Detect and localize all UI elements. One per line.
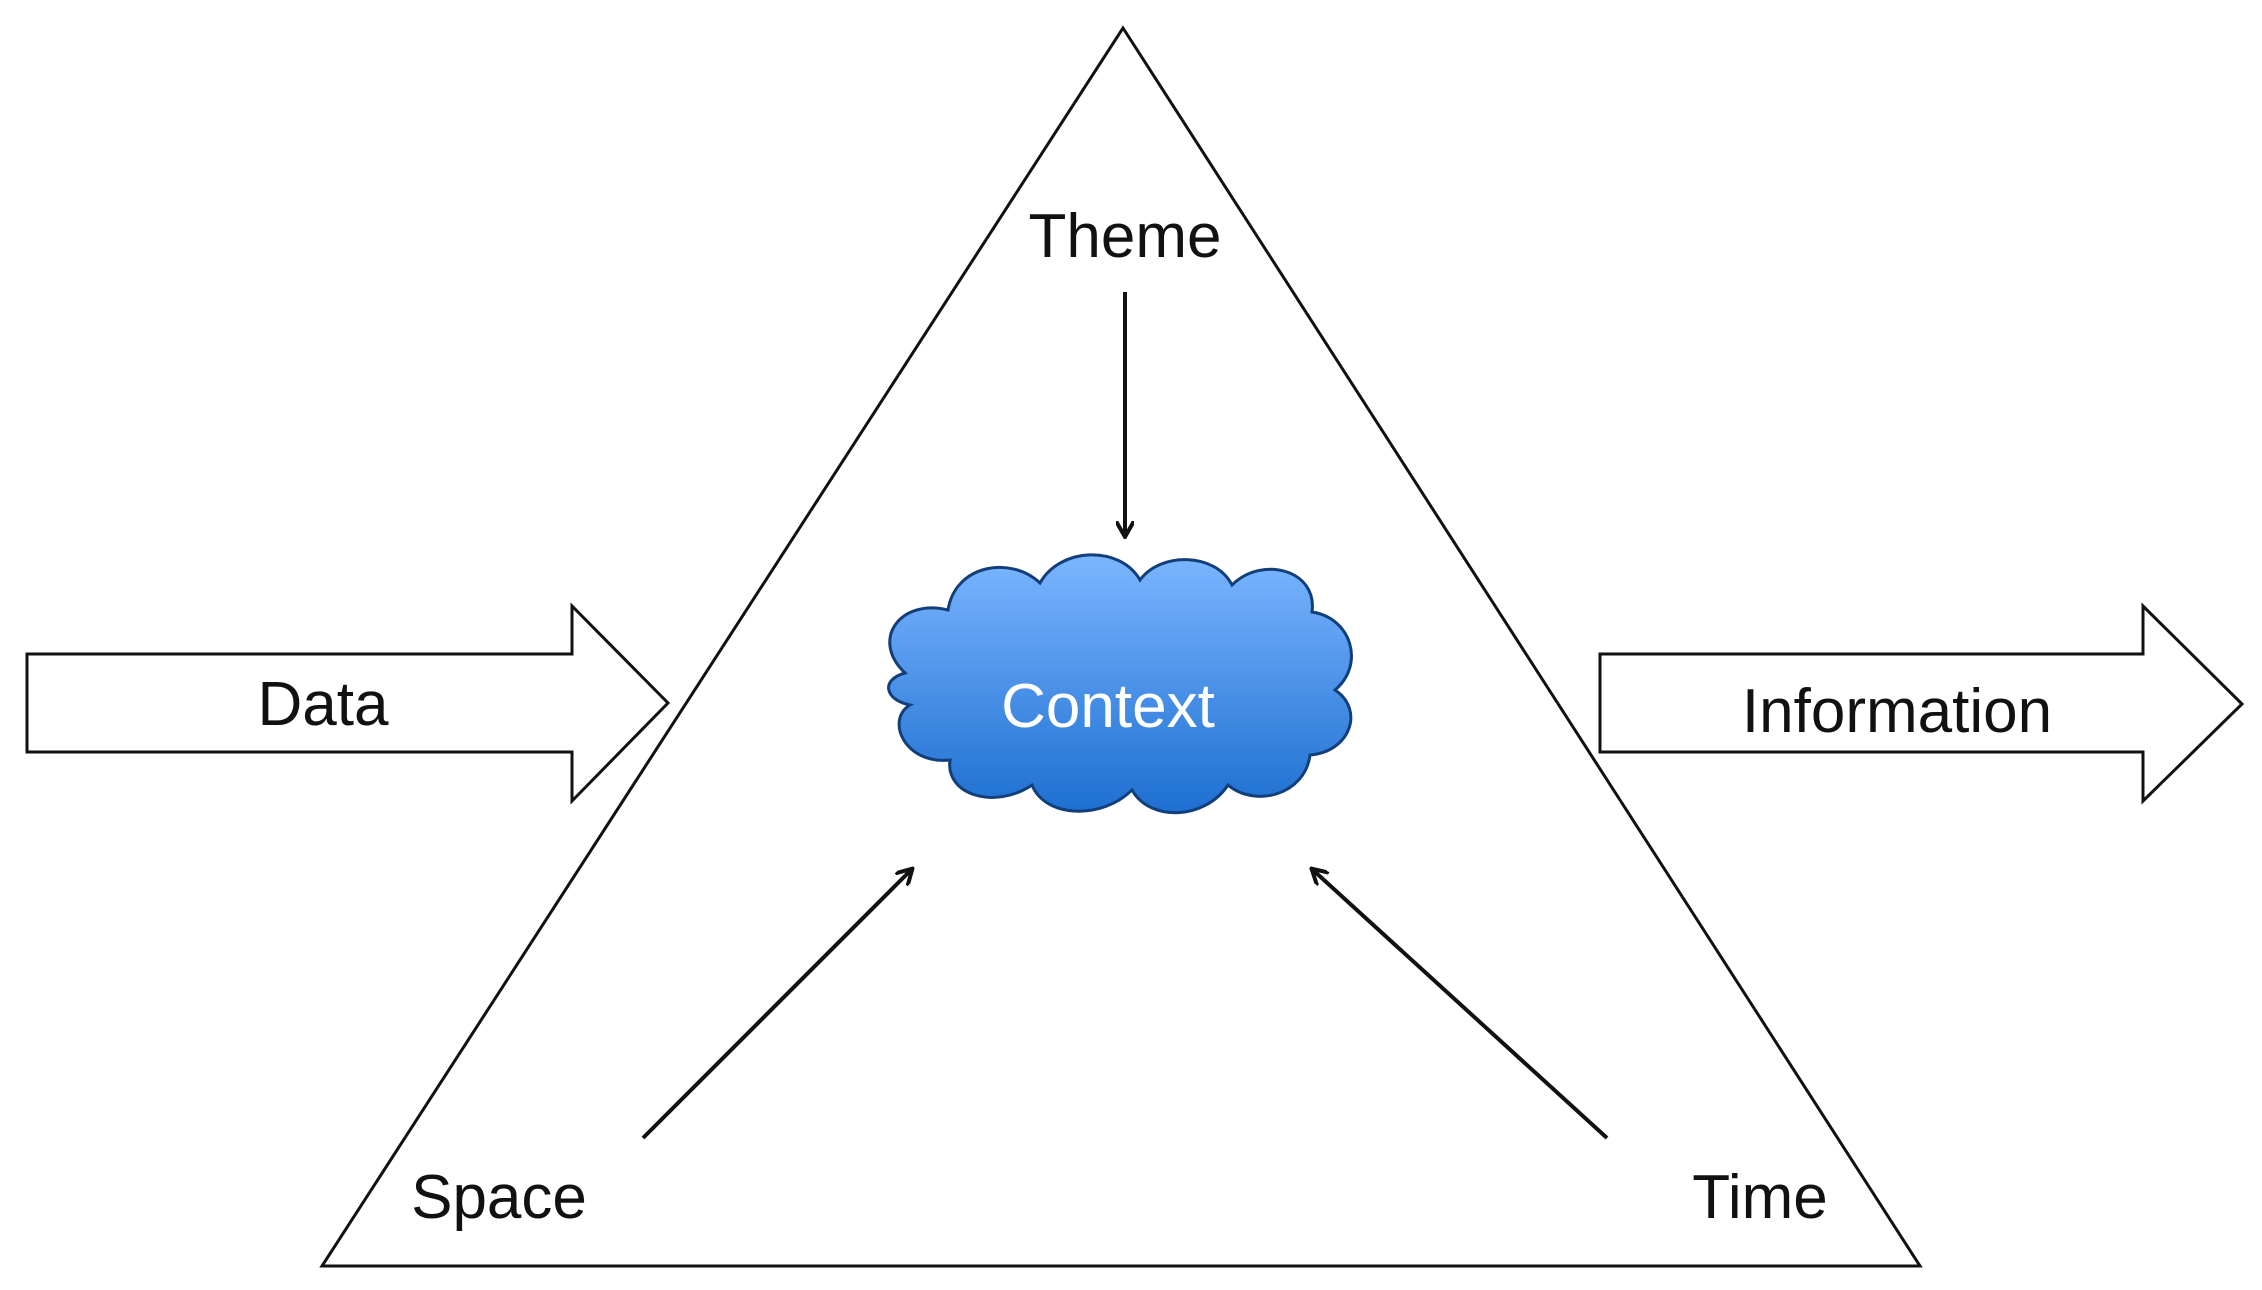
time-to-context-arrow (1313, 870, 1609, 1140)
time-label: Time (1692, 1163, 1827, 1232)
theme-label: Theme (1029, 202, 1222, 271)
context-label: Context (1001, 672, 1215, 741)
data-input-arrow (25, 602, 671, 805)
cloud-shape (887, 553, 1353, 815)
information-label: Information (1742, 677, 2052, 746)
information-output-arrow (1598, 602, 2245, 805)
space-to-context-arrow (641, 870, 911, 1140)
data-label: Data (258, 670, 389, 739)
context-cloud: Context (887, 553, 1353, 815)
space-label: Space (411, 1163, 587, 1232)
